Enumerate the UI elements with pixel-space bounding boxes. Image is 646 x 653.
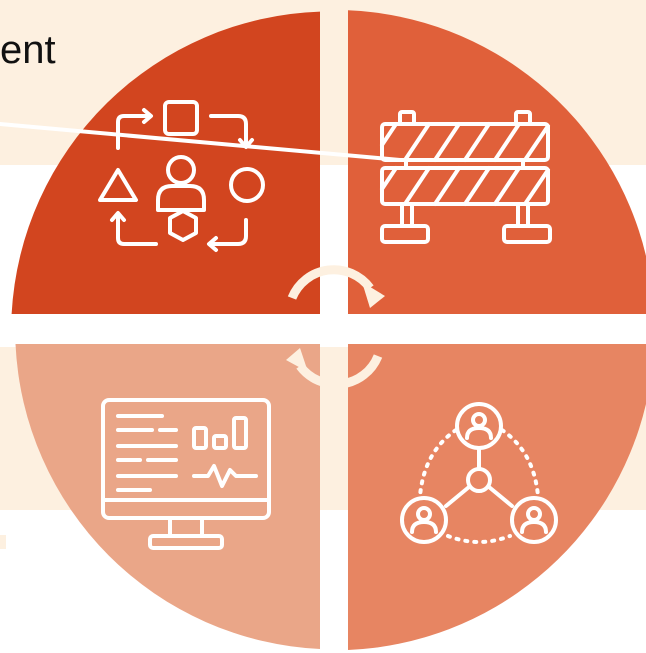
monitor-dashboard-icon [101, 398, 271, 550]
partial-edge-mark [0, 535, 6, 549]
arrow-head-left [286, 348, 308, 372]
arrow-head-right [362, 282, 385, 308]
quadrant-top-left [11, 11, 320, 314]
process-cycle-person-icon [98, 100, 265, 252]
partial-title-text: ent [0, 28, 56, 72]
quadrant-bottom-left [15, 344, 320, 649]
quadrant-top-right [348, 10, 646, 315]
barrier-icon [0, 110, 552, 244]
people-network-icon [400, 402, 558, 544]
quadrant-bottom-right [348, 344, 646, 650]
circular-arrows-icon [287, 265, 383, 389]
